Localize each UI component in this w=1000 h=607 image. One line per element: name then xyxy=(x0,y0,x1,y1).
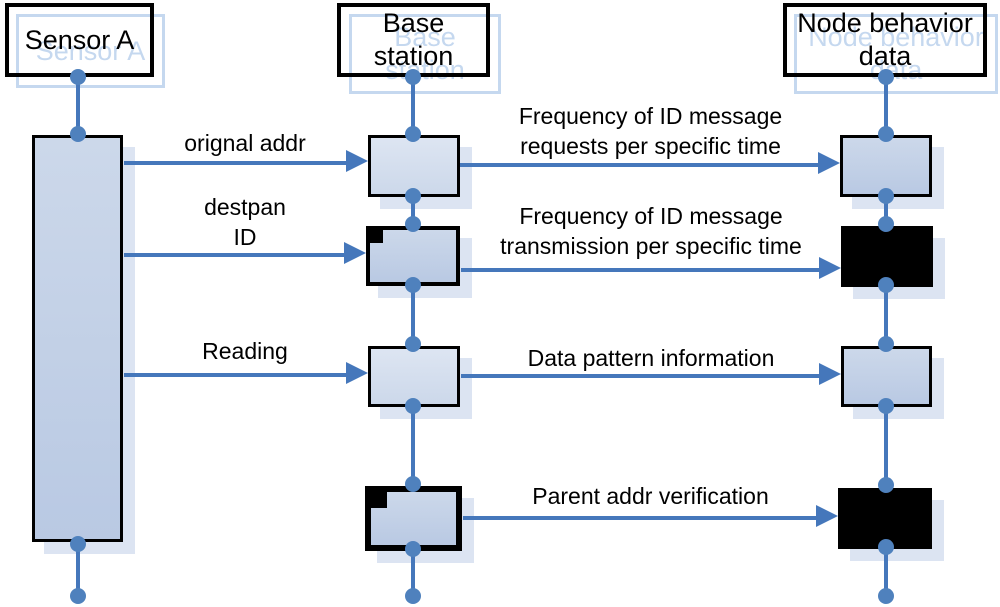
lifeline-dot xyxy=(405,126,421,142)
lifeline-dot xyxy=(405,588,421,604)
corner-marker xyxy=(370,230,383,243)
activation-sensor-a xyxy=(32,135,123,542)
arrowhead-right-icon xyxy=(346,150,368,172)
message-arrow-line xyxy=(124,373,346,377)
message-label: Reading xyxy=(202,338,288,364)
arrowhead-right-icon xyxy=(818,152,840,174)
actor-node-behavior-data: Node behavior data xyxy=(783,3,987,77)
lifeline-dot xyxy=(878,69,894,85)
actor-label: Sensor A xyxy=(24,24,135,55)
message-arrow-line xyxy=(124,161,346,165)
message-arrow-line xyxy=(461,374,819,378)
message-label: orignal addr xyxy=(184,130,306,156)
lifeline-dot xyxy=(70,126,86,142)
lifeline-dot xyxy=(405,398,421,414)
lifeline-dot xyxy=(70,536,86,552)
lifeline-dot xyxy=(878,336,894,352)
lifeline-segment xyxy=(884,405,888,490)
arrowhead-right-icon xyxy=(819,363,841,385)
lifeline-segment xyxy=(411,549,415,596)
arrowhead-right-icon xyxy=(346,362,368,384)
arrowhead-right-icon xyxy=(816,505,838,527)
lifeline-dot xyxy=(878,188,894,204)
actor-label: Node behavior data xyxy=(797,8,973,71)
message-arrow-line xyxy=(463,516,816,520)
lifeline-dot xyxy=(405,476,421,492)
lifeline-dot xyxy=(405,69,421,85)
lifeline-dot xyxy=(70,588,86,604)
arrowhead-right-icon xyxy=(819,257,841,279)
message-arrow-line xyxy=(124,253,344,257)
lifeline-dot xyxy=(70,69,86,85)
message-label: destpan ID xyxy=(204,194,286,250)
lifeline-segment xyxy=(884,547,888,596)
lifeline-dot xyxy=(878,588,894,604)
message-label: Data pattern information xyxy=(527,345,775,371)
activation-node-4-black xyxy=(838,488,932,549)
activation-node-2-black xyxy=(841,226,933,287)
actor-label: Base station xyxy=(373,8,454,71)
lifeline-dot xyxy=(405,188,421,204)
message-label: Frequency of ID message requests per spe… xyxy=(518,103,783,159)
lifeline-dot xyxy=(405,277,421,293)
message-label: Frequency of ID message transmission per… xyxy=(500,203,802,259)
lifeline-segment xyxy=(411,405,415,488)
corner-marker xyxy=(371,492,387,508)
lifeline-dot xyxy=(878,277,894,293)
arrowhead-right-icon xyxy=(344,242,366,264)
lifeline-dot xyxy=(878,398,894,414)
activation-base-2 xyxy=(366,226,460,286)
actor-sensor-a: Sensor A xyxy=(5,3,154,77)
lifeline-dot xyxy=(878,539,894,555)
message-label: Parent addr verification xyxy=(532,483,769,509)
lifeline-segment xyxy=(884,285,888,348)
actor-ghost-label: Sensor A xyxy=(35,35,146,66)
lifeline-dot xyxy=(405,336,421,352)
message-arrow-line xyxy=(461,268,819,272)
lifeline-dot xyxy=(405,216,421,232)
actor-ghost-base-station: Base station xyxy=(349,14,501,94)
actor-ghost-node-behavior-data: Node behavior data xyxy=(794,14,998,94)
actor-ghost-label: Base station xyxy=(385,22,465,85)
lifeline-dot xyxy=(878,126,894,142)
actor-base-station: Base station xyxy=(337,3,490,77)
lifeline-segment xyxy=(76,540,80,596)
lifeline-segment xyxy=(884,195,888,228)
lifeline-dot xyxy=(878,477,894,493)
lifeline-segment xyxy=(884,77,888,137)
actor-ghost-sensor-a: Sensor A xyxy=(16,14,165,88)
lifeline-dot xyxy=(405,541,421,557)
message-arrow-line xyxy=(460,163,818,167)
lifeline-segment xyxy=(411,195,415,228)
lifeline-segment xyxy=(76,77,80,137)
lifeline-dot xyxy=(878,216,894,232)
lifeline-segment xyxy=(411,284,415,348)
lifeline-segment xyxy=(411,77,415,137)
